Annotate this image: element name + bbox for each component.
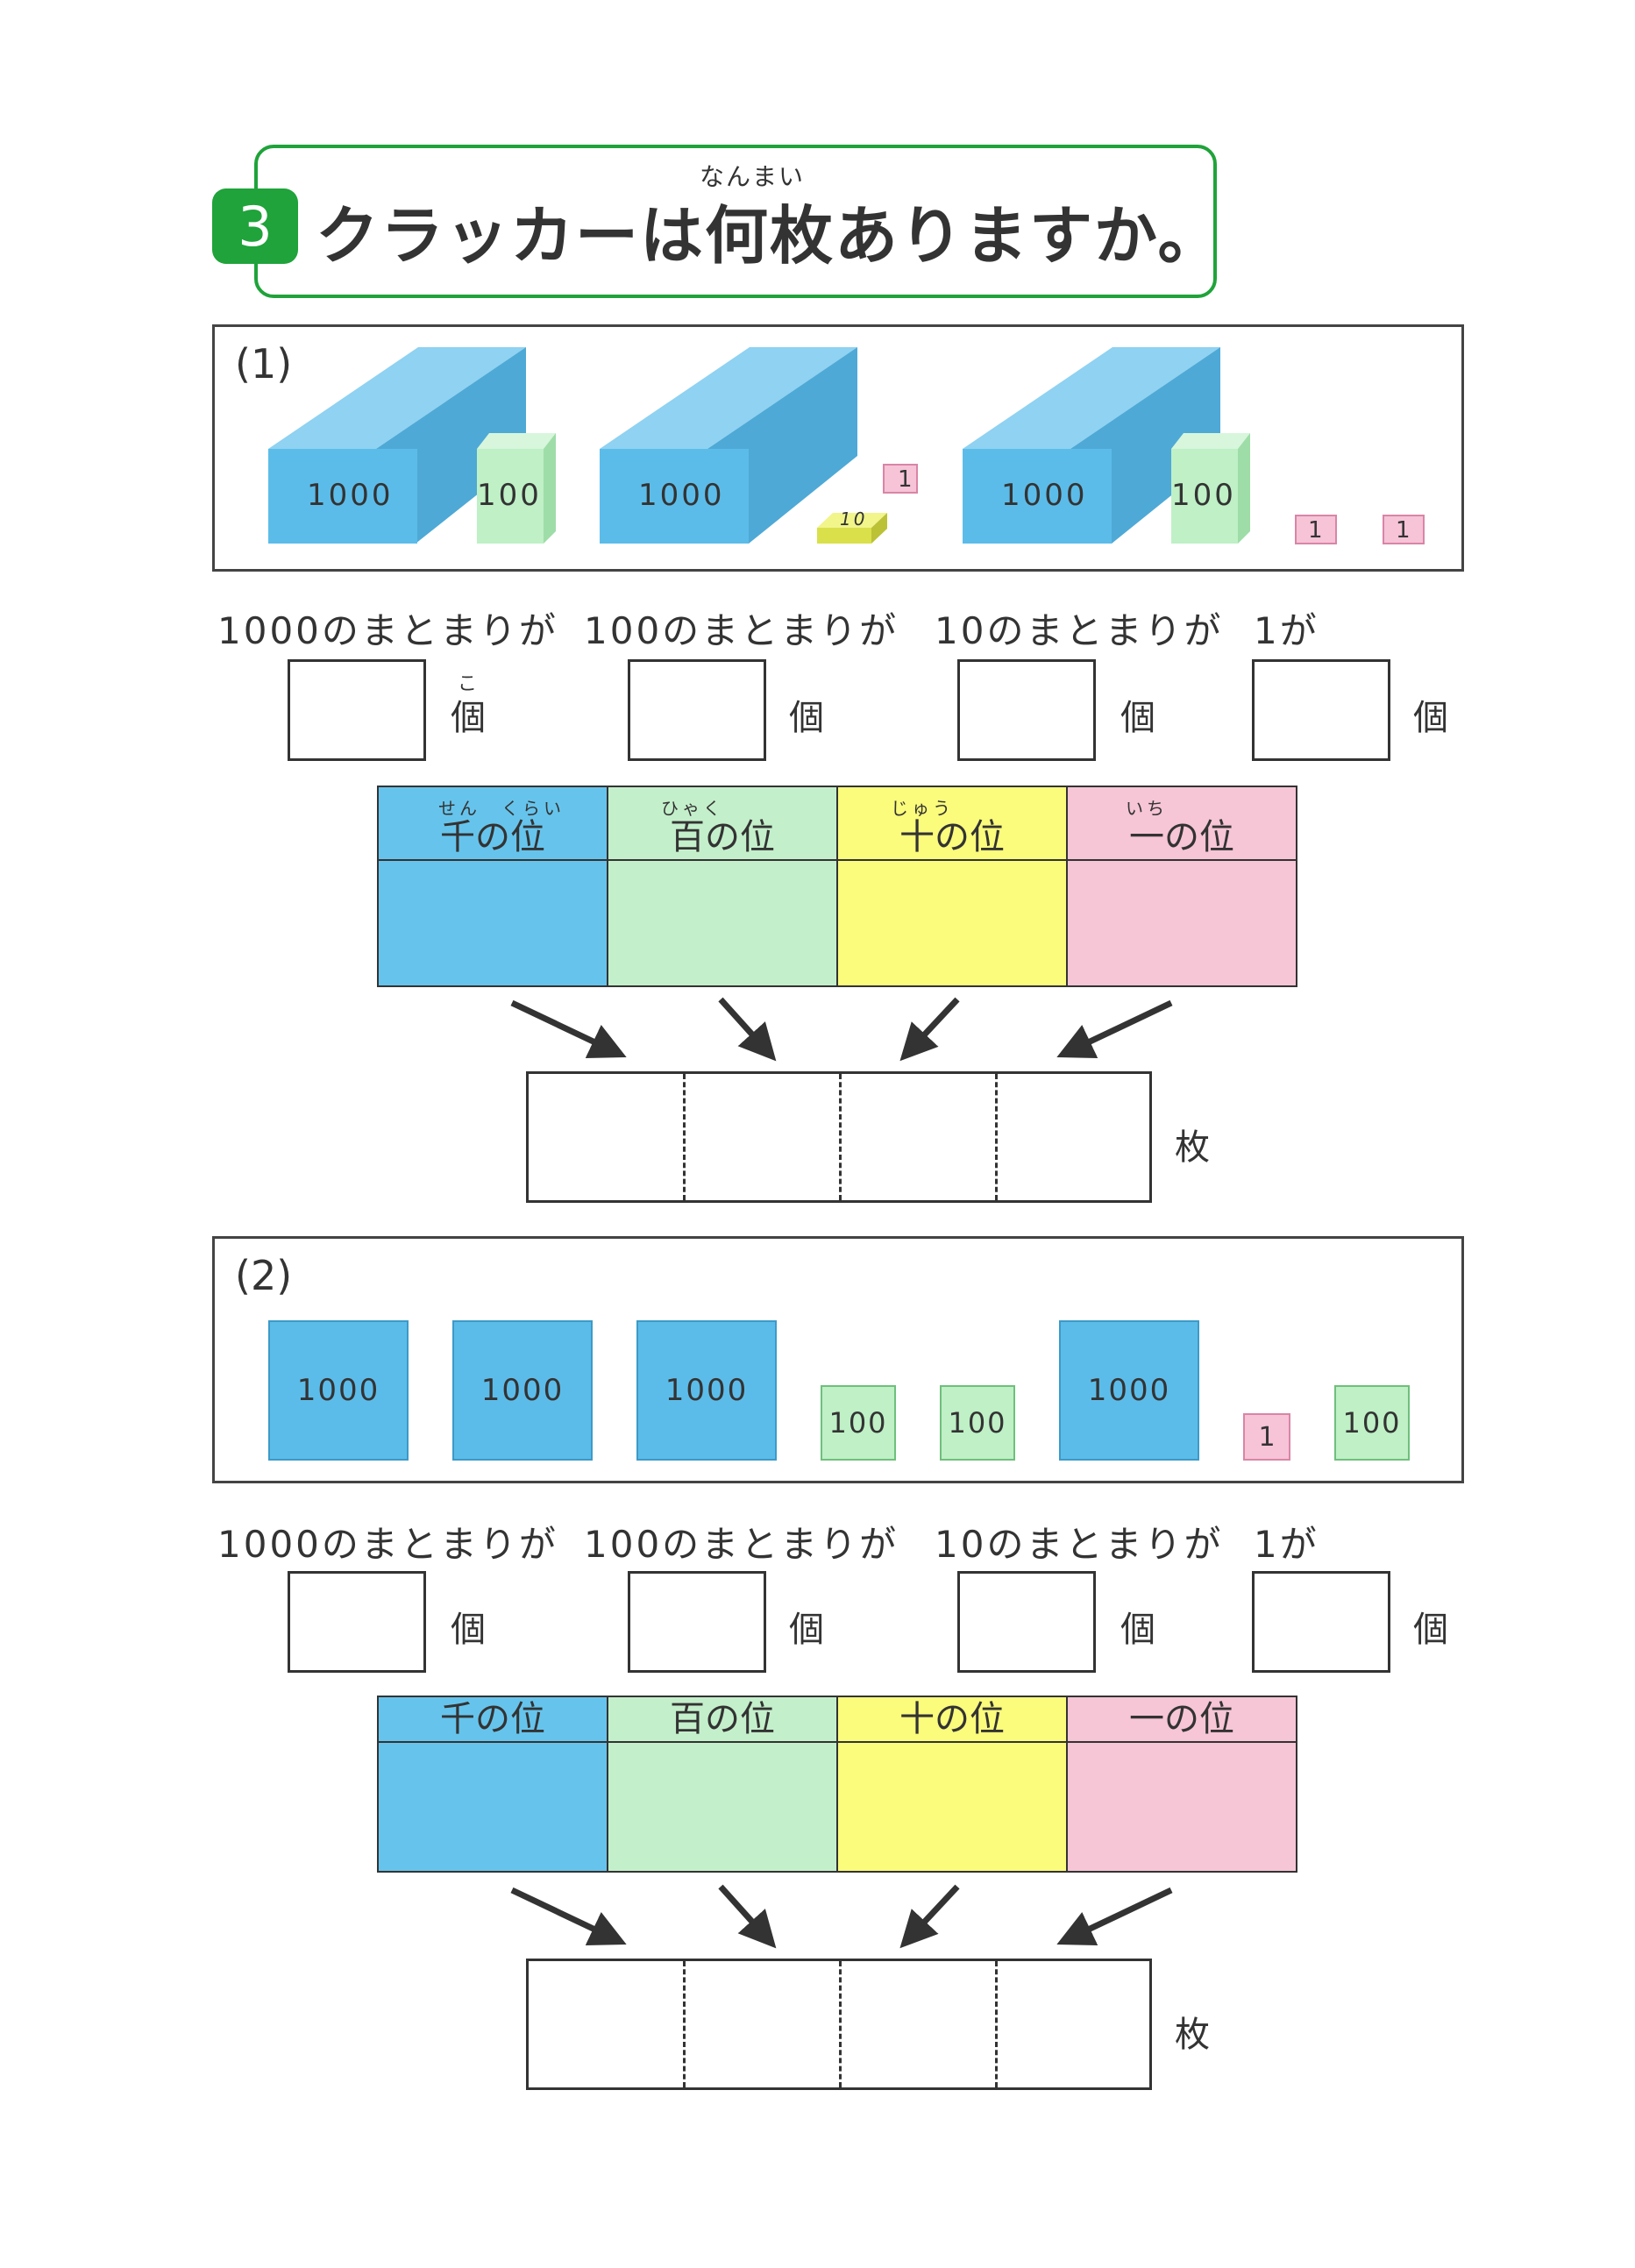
place-value-table-1: せん くらい 千の位 ひゃく 百の位 じゅう 十の位 いち 一の位 (377, 786, 1299, 987)
place-hundreds[interactable]: ひゃく 百の位 (607, 786, 838, 987)
hundred-flat-1: 100 (821, 1385, 896, 1461)
answer-box-total-1[interactable] (526, 1071, 1152, 1203)
place-header: 千の位 (440, 817, 545, 857)
place-header: 十の位 (899, 817, 1005, 857)
unit-label: 個 (451, 698, 486, 738)
count-label-tens: 10のまとまりが (935, 1523, 1224, 1566)
unit-label: 個 (451, 1610, 486, 1650)
count-label-hundreds: 100のまとまりが (584, 1523, 899, 1566)
place-ruby: じゅう (891, 798, 954, 819)
place-hundreds[interactable]: 百の位 (607, 1696, 838, 1873)
place-ruby: ひゃく (661, 798, 724, 819)
unit-label: 個 (1413, 1610, 1448, 1650)
thousand-cube-1 (268, 347, 526, 544)
answer-box-hundreds[interactable] (628, 1571, 766, 1673)
answer-box-tens[interactable] (957, 659, 1096, 761)
thousand-flat-1: 1000 (268, 1320, 409, 1461)
hundred-flat-3: 100 (1334, 1385, 1410, 1461)
hundred-label: 100 (477, 478, 542, 513)
one-cube-1 (883, 464, 918, 494)
place-header: 一の位 (1129, 817, 1234, 857)
hundred-label: 100 (1171, 478, 1236, 513)
thousand-flat-3: 1000 (636, 1320, 777, 1461)
thousand-cube-2 (600, 347, 857, 544)
problem-1-label: (1) (235, 340, 293, 387)
one-label: 1 (898, 466, 915, 493)
count-label-ones: 1が (1254, 1523, 1319, 1566)
place-tens[interactable]: じゅう 十の位 (836, 786, 1068, 987)
unit-label: 個 (789, 1610, 824, 1650)
answer-box-total-2[interactable] (526, 1959, 1152, 2090)
answer-unit-2: 枚 (1175, 2015, 1210, 2055)
question-number-badge: 3 (212, 188, 298, 264)
place-ones[interactable]: 一の位 (1066, 1696, 1297, 1873)
place-ruby: いち (1126, 798, 1168, 819)
unit-ruby: こ (458, 673, 478, 695)
title-ruby: なんまい (700, 162, 806, 191)
answer-box-ones[interactable] (1252, 1571, 1390, 1673)
place-value-table-2: 千の位 百の位 十の位 一の位 (377, 1696, 1299, 1873)
unit-label: 個 (789, 698, 824, 738)
cube-label: 1000 (1001, 478, 1088, 513)
place-thousands[interactable]: 千の位 (377, 1696, 608, 1873)
answer-box-thousands[interactable] (288, 1571, 426, 1673)
arrows-1 (510, 997, 1173, 1062)
place-header: 十の位 (899, 1699, 1005, 1739)
answer-box-ones[interactable] (1252, 659, 1390, 761)
answer-box-thousands[interactable] (288, 659, 426, 761)
answer-box-tens[interactable] (957, 1571, 1096, 1673)
one-label: 1 (1396, 517, 1413, 544)
place-ones[interactable]: いち 一の位 (1066, 786, 1297, 987)
one-cube-3 (1383, 515, 1425, 544)
hundred-block-2 (1171, 433, 1250, 544)
unit-label: 個 (1120, 1610, 1155, 1650)
cube-label: 1000 (638, 478, 725, 513)
unit-label: 個 (1413, 698, 1448, 738)
place-tens[interactable]: 十の位 (836, 1696, 1068, 1873)
hundred-block-1 (477, 433, 556, 544)
unit-label: 個 (1120, 698, 1155, 738)
table-divider (377, 859, 1297, 861)
place-thousands[interactable]: せん くらい 千の位 (377, 786, 608, 987)
ten-label: 10 (840, 508, 868, 530)
ten-stick (817, 513, 887, 544)
count-label-hundreds: 100のまとまりが (584, 609, 899, 652)
question-title: クラッカーは何枚ありますか。 (316, 199, 1223, 273)
count-label-ones: 1が (1254, 609, 1319, 652)
one-label: 1 (1308, 517, 1326, 544)
answer-unit-1: 枚 (1175, 1127, 1210, 1168)
problem-1-blocks (268, 347, 1425, 544)
thousand-flat-4: 1000 (1059, 1320, 1199, 1461)
place-header: 百の位 (670, 1699, 775, 1739)
place-header: 百の位 (670, 817, 775, 857)
hundred-flat-2: 100 (940, 1385, 1015, 1461)
problem-2-label: (2) (235, 1252, 293, 1299)
count-label-tens: 10のまとまりが (935, 609, 1224, 652)
thousand-flat-2: 1000 (452, 1320, 593, 1461)
place-header: 一の位 (1129, 1699, 1234, 1739)
arrows-2 (510, 1884, 1173, 1949)
place-header: 千の位 (440, 1699, 545, 1739)
count-label-thousands: 1000のまとまりが (217, 609, 558, 652)
one-flat-1: 1 (1243, 1413, 1290, 1461)
place-ruby: せん くらい (438, 798, 565, 819)
thousand-cube-3 (963, 347, 1220, 544)
answer-box-hundreds[interactable] (628, 659, 766, 761)
count-label-thousands: 1000のまとまりが (217, 1523, 558, 1566)
table-divider (377, 1741, 1297, 1743)
cube-label: 1000 (307, 478, 394, 513)
one-cube-2 (1295, 515, 1337, 544)
